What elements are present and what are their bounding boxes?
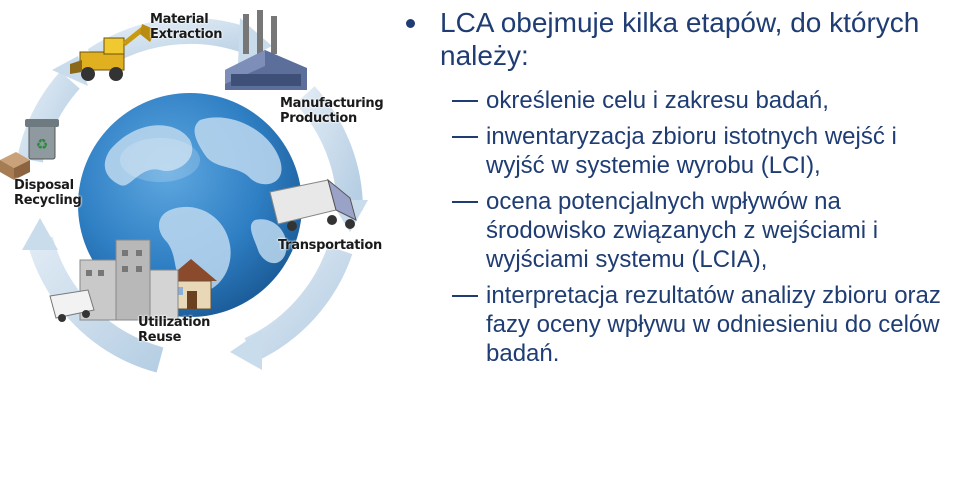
list-item: określenie celu i zakresu badań, <box>400 86 960 115</box>
heading-text: LCA obejmuje kilka etapów, do których na… <box>440 7 920 71</box>
stage-transportation-label: Transportation <box>278 238 382 253</box>
heading-bullet: LCA obejmuje kilka etapów, do których na… <box>400 6 960 72</box>
van-icon <box>49 289 95 322</box>
list-item: inwentaryzacja zbioru istotnych wejść i … <box>400 122 960 180</box>
cycle-illustration: ♻ <box>0 10 368 373</box>
stages-list: określenie celu i zakresu badań, inwenta… <box>400 86 960 368</box>
dash-icon <box>452 136 478 138</box>
stage-manufacturing-production-label: Manufacturing Production <box>280 96 384 126</box>
lca-cycle-diagram: ♻ Material Extraction Manufacturing Prod… <box>0 0 400 400</box>
stage-utilization-reuse-label: Utilization Reuse <box>138 315 211 345</box>
content-panel: LCA obejmuje kilka etapów, do których na… <box>400 6 960 476</box>
dash-icon <box>452 100 478 102</box>
excavator-icon <box>70 24 156 81</box>
truck-icon <box>269 178 357 231</box>
list-item: interpretacja rezultatów analizy zbioru … <box>400 281 960 368</box>
svg-text:♻: ♻ <box>36 137 49 153</box>
dash-icon <box>452 295 478 297</box>
boxes-icon <box>0 152 30 180</box>
stage-material-extraction-label: Material Extraction <box>150 12 223 42</box>
list-item: ocena potencjalnych wpływów na środowisk… <box>400 187 960 274</box>
bullet-icon <box>406 19 415 28</box>
dash-icon <box>452 201 478 203</box>
list-item-text: określenie celu i zakresu badań, <box>486 87 829 114</box>
list-item-text: interpretacja rezultatów analizy zbioru … <box>486 282 941 367</box>
stage-disposal-recycling-label: Disposal Recycling <box>14 178 82 208</box>
city-buildings-icon <box>79 239 179 321</box>
list-item-text: inwentaryzacja zbioru istotnych wejść i … <box>486 123 897 179</box>
list-item-text: ocena potencjalnych wpływów na środowisk… <box>486 188 879 273</box>
factory-icon <box>225 10 307 90</box>
recycle-bin-icon: ♻ <box>25 119 59 160</box>
